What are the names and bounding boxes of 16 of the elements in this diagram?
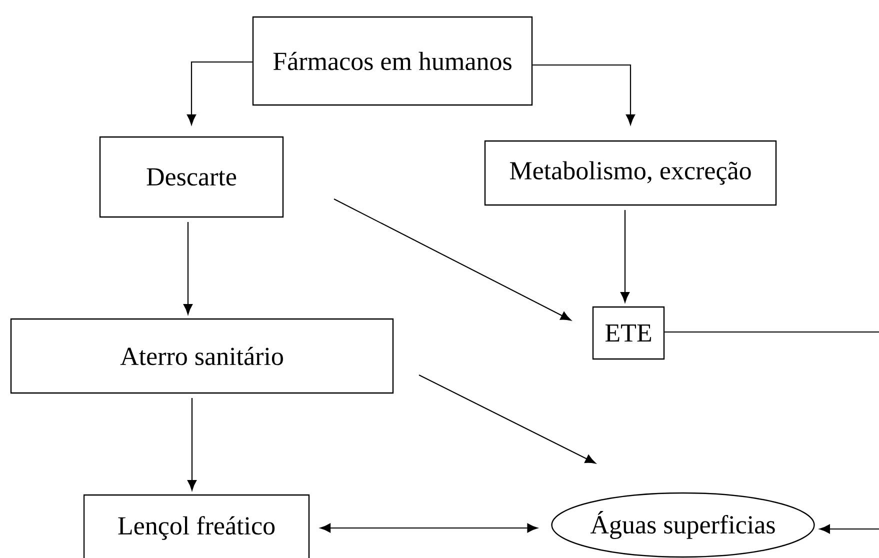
arrow [183,222,193,314]
ellipse-node: Águas superficias [551,492,815,558]
arrow [418,374,596,464]
arrow [320,523,538,533]
arrow [620,210,630,302]
process-box: Descarte [99,136,284,218]
process-box: Lençol freático [83,494,310,558]
process-box: ETE [592,306,665,360]
arrow [532,64,636,125]
arrow [186,61,252,125]
arrow [334,198,572,321]
arrow [664,331,879,534]
process-box: Aterro sanitário [10,318,394,394]
arrow [187,398,197,490]
process-box: Metabolismo, excreção [484,140,777,206]
process-box: Fármacos em humanos [252,16,533,106]
